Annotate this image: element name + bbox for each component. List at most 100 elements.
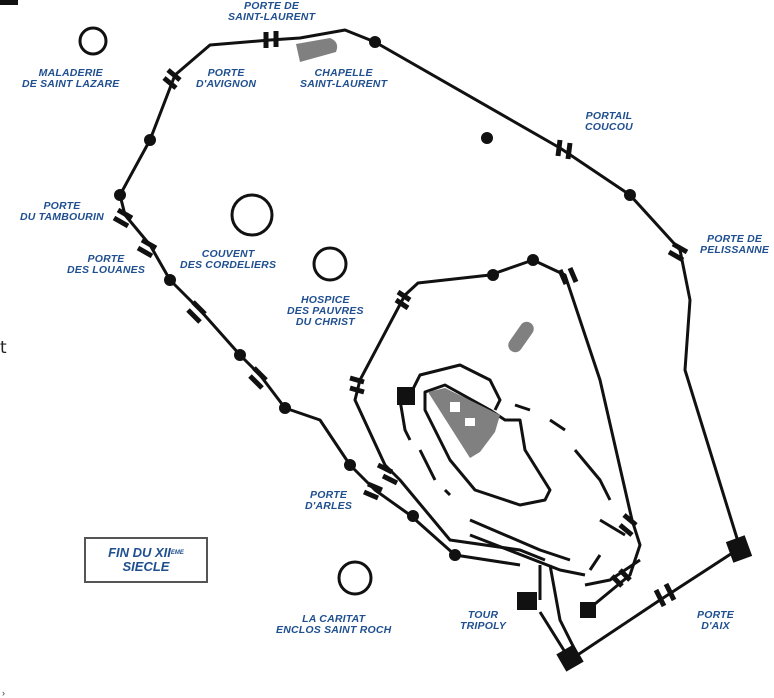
- outer-wall: [118, 28, 742, 662]
- label-line: D'ARLES: [305, 500, 353, 512]
- title-text: FIN DU XII: [108, 545, 171, 560]
- church-building: [508, 321, 534, 353]
- tower-square: [725, 535, 753, 563]
- tower-dot: [144, 134, 156, 146]
- tower-dot: [164, 274, 176, 286]
- gate-3: [186, 300, 207, 324]
- label-line: PORTAIL: [585, 110, 633, 122]
- label-line: PORTE: [87, 253, 125, 265]
- label-line: DES CORDELIERS: [180, 259, 277, 271]
- gate-inner-2: [557, 267, 579, 285]
- label-line: PORTE: [310, 489, 348, 501]
- tower-dot: [487, 269, 499, 281]
- label-line: DE SAINT LAZARE: [22, 78, 120, 90]
- towers: [114, 36, 753, 672]
- tower-square: [517, 592, 537, 610]
- castle-ring-4: [514, 403, 626, 571]
- tower-dot: [481, 132, 493, 144]
- tower-dot: [279, 402, 291, 414]
- gate-inner-4: [618, 513, 638, 537]
- gate-arles: [363, 481, 383, 501]
- edge-mark: ›: [2, 688, 5, 698]
- label-line: SAINT-LAURENT: [228, 11, 316, 23]
- tower-dot: [369, 36, 381, 48]
- castle-ring-3: [398, 399, 452, 497]
- label-line: CHAPELLE: [314, 67, 373, 79]
- tower-dot: [114, 189, 126, 201]
- tower-dot: [527, 254, 539, 266]
- label-line: D'AIX: [701, 620, 730, 632]
- gate-tambourin: [112, 207, 134, 229]
- tower-square: [397, 387, 415, 405]
- title-line-1: FIN DU XIIEME: [108, 546, 184, 560]
- label-line: PORTE: [697, 609, 734, 621]
- title-superscript: EME: [170, 550, 184, 556]
- chapelle-building: [296, 38, 338, 62]
- label-line: PELISSANNE: [700, 244, 770, 256]
- gate-avignon: [162, 68, 182, 90]
- keep-court: [450, 402, 460, 412]
- castle-ring-1: [408, 363, 502, 411]
- castle-keep: [428, 388, 500, 458]
- caritat-circle: [337, 560, 373, 596]
- keep-court: [465, 418, 475, 426]
- gates: [112, 31, 689, 608]
- label-line: SAINT-LAURENT: [300, 78, 388, 90]
- label-line: ENCLOS SAINT ROCH: [276, 624, 392, 636]
- title-line-2: SIECLE: [122, 559, 170, 574]
- gate-coucou: [555, 139, 573, 160]
- label-line: DES LOUANES: [67, 264, 146, 276]
- gate-aix: [653, 582, 677, 608]
- tower-square: [556, 644, 584, 672]
- title-box: FIN DU XIIEME SIECLE: [84, 537, 208, 583]
- label-line: PORTE: [43, 200, 81, 212]
- gate-arles-2: [376, 462, 399, 486]
- label-line: PORTE: [207, 67, 245, 79]
- gate-louanes: [136, 237, 158, 259]
- gate-inner-3: [349, 375, 365, 395]
- label-line: TOUR: [467, 609, 499, 621]
- tower-dot: [234, 349, 246, 361]
- castle-wall-se: [584, 558, 641, 587]
- label-line: LA CARITAT: [302, 613, 366, 625]
- corner-bar: [0, 0, 18, 5]
- label-line: TRIPOLY: [460, 620, 507, 632]
- label-line: COUCOU: [585, 121, 633, 133]
- tower-square: [580, 602, 596, 618]
- gate-pelissanne: [667, 241, 689, 263]
- gate-inner-5: [610, 568, 632, 588]
- gate-4: [248, 366, 268, 390]
- label-line: DU CHRIST: [295, 316, 355, 328]
- tower-dot: [407, 510, 419, 522]
- label-line: MALADERIE: [38, 67, 103, 79]
- tower-dot: [344, 459, 356, 471]
- gate-saint-laurent: [263, 31, 279, 48]
- castle-ring-2: [423, 383, 552, 507]
- hospice-circle: [312, 246, 348, 282]
- maladerie-circle: [78, 26, 108, 56]
- edge-text: t: [0, 338, 7, 358]
- couvent-circle: [230, 193, 274, 237]
- gate-inner-1: [394, 289, 412, 311]
- castle-lines-south: [469, 518, 586, 651]
- label-line: D'AVIGNON: [196, 78, 257, 90]
- label-line: PORTE DE: [244, 0, 300, 12]
- tower-dot: [624, 189, 636, 201]
- label-line: HOSPICE: [301, 294, 350, 306]
- label-line: DU TAMBOURIN: [20, 211, 104, 223]
